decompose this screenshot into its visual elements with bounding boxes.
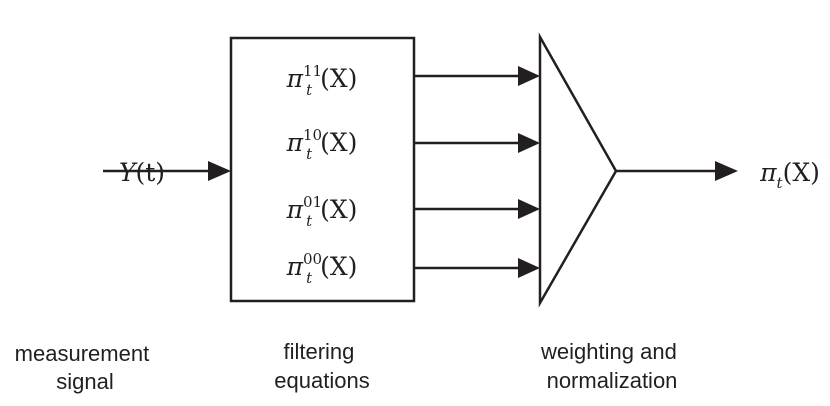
- argument: (X): [320, 64, 357, 93]
- input-base: Y: [119, 158, 138, 187]
- output-arrowhead: [715, 161, 738, 181]
- input-arg: (t): [135, 158, 165, 187]
- pi-symbol: π: [286, 195, 304, 224]
- filter-box: [229, 36, 416, 303]
- argument: (X): [320, 128, 357, 157]
- input-arrowhead: [208, 161, 231, 181]
- subscript: t: [306, 212, 313, 230]
- argument: (X): [783, 158, 820, 187]
- caption-line: filtering: [283, 339, 354, 364]
- subscript: t: [306, 269, 313, 287]
- pi-symbol: π: [759, 158, 777, 187]
- superscript: 11: [303, 62, 322, 80]
- filter-arrowhead-1: [518, 66, 540, 86]
- pi-symbol: π: [286, 252, 304, 281]
- subscript: t: [777, 174, 784, 192]
- caption-measurement: measurement signal: [15, 341, 156, 394]
- superscript: 10: [303, 126, 322, 144]
- pi-symbol: π: [286, 128, 304, 157]
- superscript: 00: [303, 250, 322, 268]
- input-signal-label: Y(t): [119, 158, 165, 187]
- caption-filtering: filtering equations: [274, 339, 369, 393]
- filter-arrowhead-3: [518, 199, 540, 219]
- caption-line: signal: [56, 369, 113, 394]
- filter-arrowhead-2: [518, 133, 540, 153]
- pi-symbol: π: [286, 64, 304, 93]
- subscript: t: [306, 145, 313, 163]
- subscript: t: [306, 81, 313, 99]
- filter-arrowhead-4: [518, 258, 540, 278]
- caption-line: equations: [274, 368, 369, 393]
- caption-line: normalization: [547, 368, 678, 393]
- caption-line: weighting and: [540, 339, 677, 364]
- argument: (X): [320, 195, 357, 224]
- weighting-triangle: [538, 32, 618, 308]
- caption-line: measurement: [15, 341, 150, 366]
- output-signal-label: πt(X): [759, 158, 820, 192]
- argument: (X): [320, 252, 357, 281]
- caption-weighting: weighting and normalization: [540, 339, 683, 393]
- superscript: 01: [303, 193, 322, 211]
